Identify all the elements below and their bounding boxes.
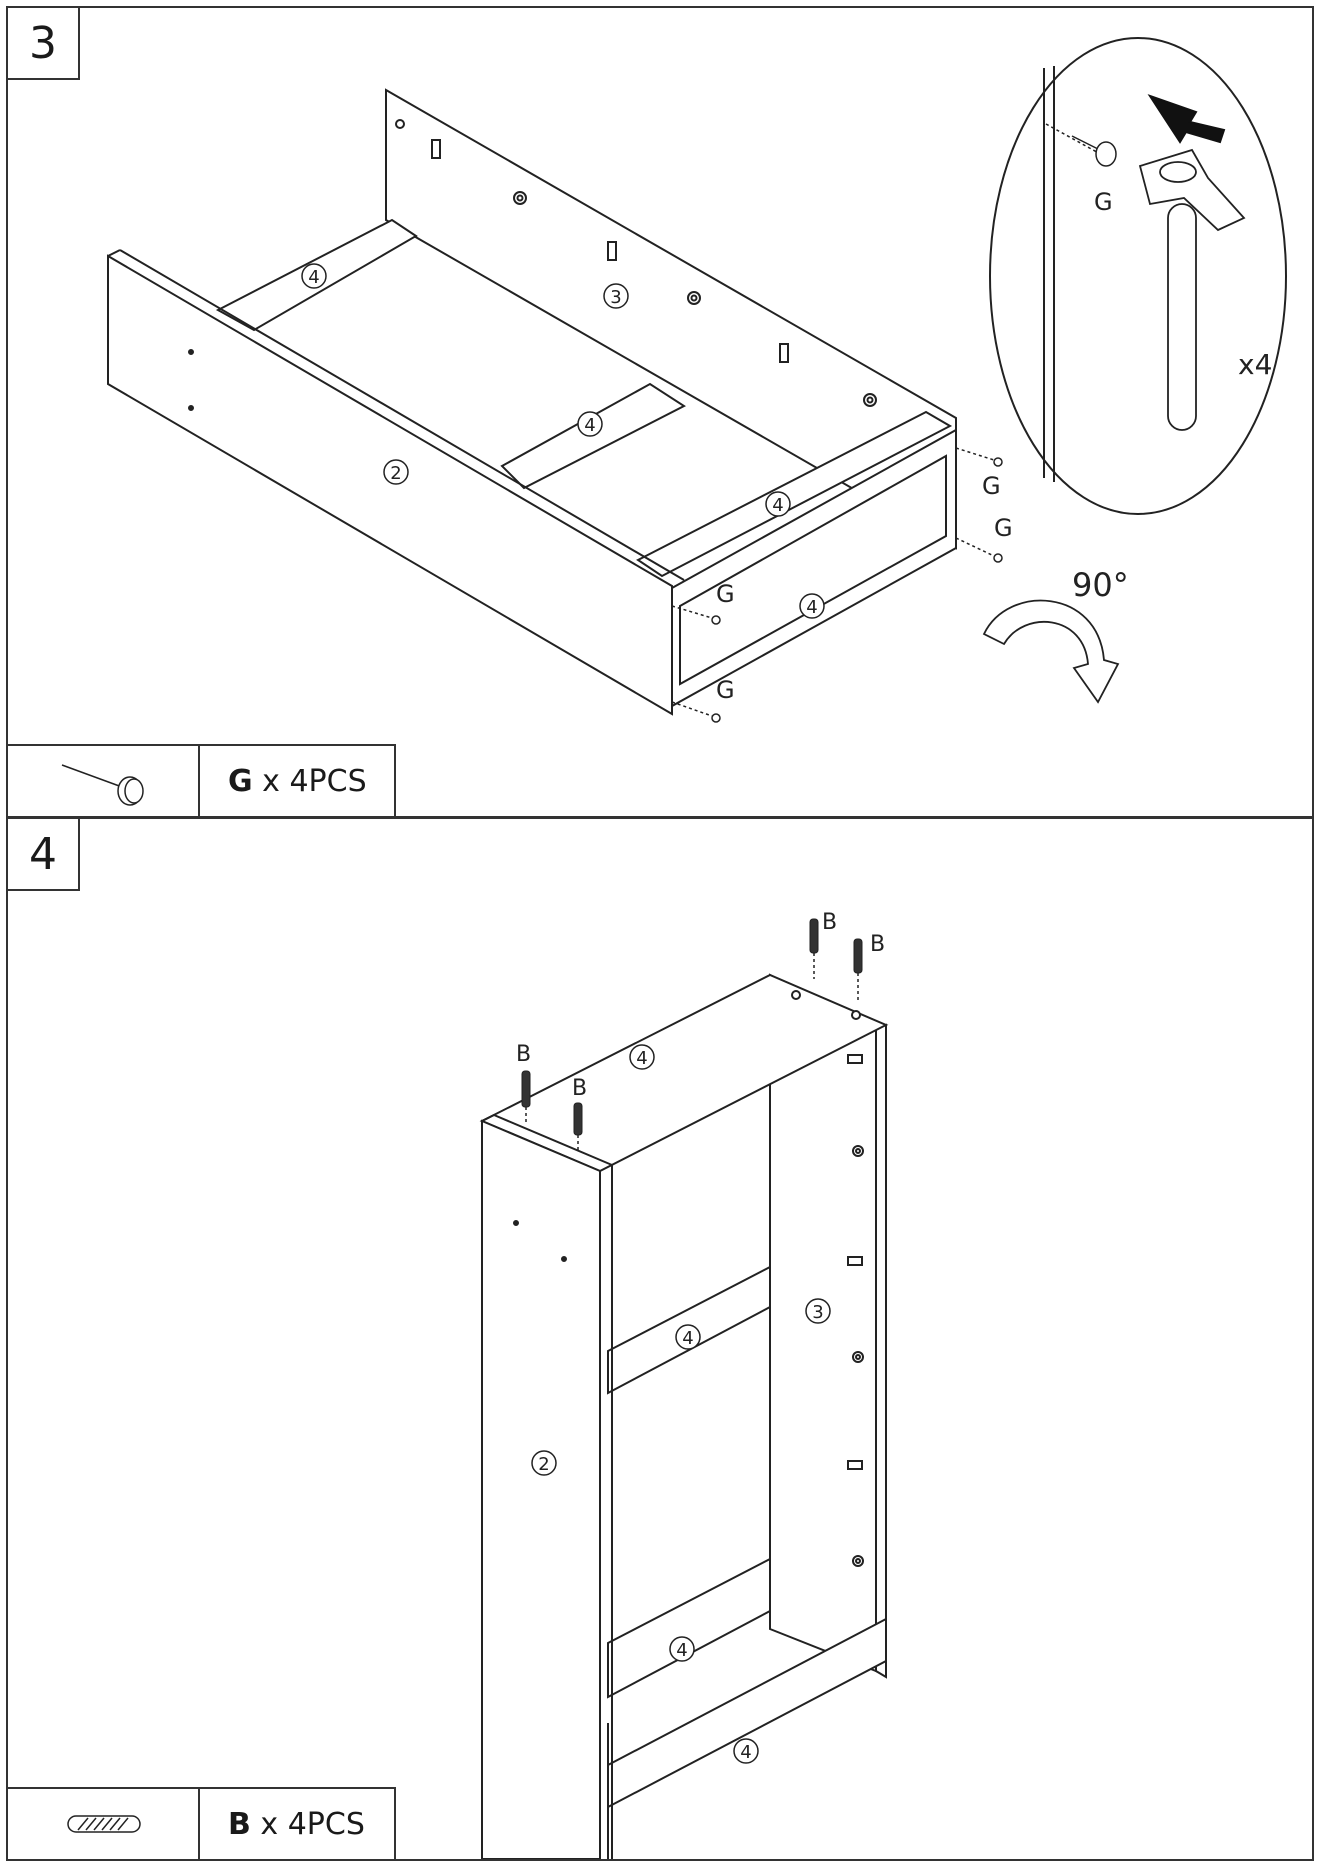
label-panel-2: 2 bbox=[390, 463, 401, 484]
parts-icon-cell bbox=[8, 746, 200, 816]
fittings bbox=[395, 119, 877, 407]
label-shelf-4-d: 4 bbox=[740, 1742, 751, 1763]
step-4-diagram: B B B B 4 3 4 2 4 4 bbox=[479, 910, 889, 1859]
parts-qty: B x 4PCS bbox=[200, 1789, 394, 1859]
hammer-icon bbox=[1138, 148, 1246, 431]
fittings bbox=[791, 990, 864, 1567]
label-nail-g-2: G bbox=[994, 514, 1013, 542]
step-3-panel: 3 4 3 bbox=[6, 6, 1314, 818]
shelf-4-lower bbox=[607, 1557, 771, 1699]
parts-list: G x 4PCS bbox=[8, 744, 396, 816]
arrow-icon bbox=[1147, 94, 1226, 144]
label-dowel-b-2: B bbox=[572, 1076, 587, 1101]
label-shelf-4-b: 4 bbox=[682, 1328, 693, 1349]
panel-2-side bbox=[107, 254, 673, 716]
end-opening bbox=[679, 454, 947, 686]
label-repeat: x4 bbox=[1238, 348, 1272, 381]
parts-icon-cell bbox=[8, 1789, 200, 1859]
nail-icon-detail bbox=[1071, 135, 1117, 167]
label-dowel-b-4: B bbox=[870, 932, 885, 957]
label-shelf-4-c: 4 bbox=[676, 1640, 687, 1661]
dowels-b bbox=[521, 918, 863, 1136]
label-shelf-4-a: 4 bbox=[308, 267, 319, 288]
parts-list: B x 4PCS bbox=[8, 1787, 396, 1859]
detail-callout bbox=[989, 37, 1287, 515]
label-shelf-4-c: 4 bbox=[772, 495, 783, 516]
shelf-4-right bbox=[636, 410, 953, 578]
label-nail-g-1: G bbox=[982, 472, 1001, 500]
step-number: 3 bbox=[8, 8, 80, 80]
step-4-panel: 4 bbox=[6, 817, 1314, 1861]
label-dowel-b-1: B bbox=[516, 1042, 531, 1067]
label-nail-g-4: G bbox=[716, 676, 735, 704]
label-rotate: 90° bbox=[1072, 566, 1129, 604]
part-code: G bbox=[228, 763, 253, 799]
label-panel-2: 2 bbox=[538, 1454, 549, 1475]
label-shelf-4-d: 4 bbox=[806, 597, 817, 618]
part-code: B bbox=[228, 1806, 251, 1842]
panel-2-side bbox=[481, 1119, 601, 1859]
step-number: 4 bbox=[8, 819, 80, 891]
label-nail-detail: G bbox=[1094, 188, 1113, 216]
part-quantity: x 4PCS bbox=[252, 763, 367, 799]
label-panel-3: 3 bbox=[812, 1302, 823, 1323]
step-3-diagram: 4 3 4 2 4 4 G G G G bbox=[107, 37, 1287, 723]
rotate-arrow-icon bbox=[982, 599, 1120, 704]
part-quantity: x 4PCS bbox=[250, 1806, 365, 1842]
nail-icon bbox=[61, 764, 144, 806]
nails-g bbox=[671, 447, 995, 717]
label-panel-3: 3 bbox=[610, 287, 621, 308]
label-shelf-4-a: 4 bbox=[636, 1048, 647, 1069]
label-shelf-4-b: 4 bbox=[584, 415, 595, 436]
label-dowel-b-3: B bbox=[822, 910, 837, 935]
parts-qty: G x 4PCS bbox=[200, 746, 394, 816]
label-nail-g-3: G bbox=[716, 580, 735, 608]
dowel-icon bbox=[67, 1815, 141, 1833]
